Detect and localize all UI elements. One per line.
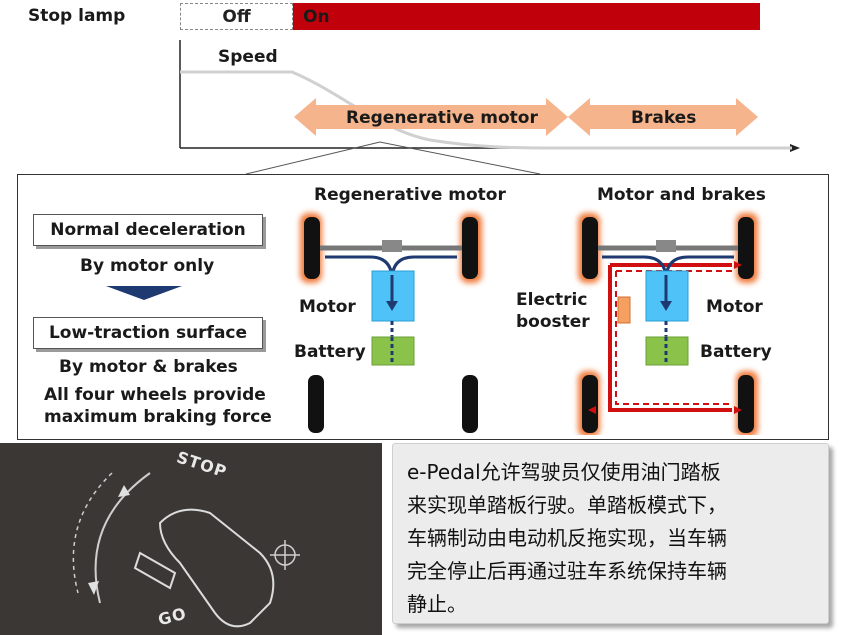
mb-battery-label: Battery — [700, 342, 772, 362]
electric-booster-block — [617, 296, 631, 324]
pedal-illustration — [72, 472, 300, 628]
electric-booster-label-2: booster — [516, 312, 590, 332]
caption-line: e-Pedal允许驾驶员仅使用油门踏板 — [407, 460, 721, 484]
brakes-phase-label: Brakes — [631, 108, 697, 128]
regen-phase-label: Regenerative motor — [346, 108, 538, 128]
caption-line: 静止。 — [407, 592, 467, 616]
four-wheels-line1: All four wheels provide — [44, 385, 266, 405]
caption-line: 完全停止后再通过驻车系统保持车辆 — [407, 559, 727, 583]
speed-timeline — [179, 40, 800, 175]
speed-label: Speed — [218, 47, 278, 67]
normal-deceleration-box: Normal deceleration — [33, 214, 263, 246]
low-traction-label: Low-traction surface — [48, 323, 248, 343]
motor-brakes-diagram — [578, 213, 758, 435]
mb-rear-left-wheel — [582, 375, 598, 433]
speed-curve — [180, 70, 792, 150]
caption-box: e-Pedal允许驾驶员仅使用油门踏板 来实现单踏板行驶。单踏板模式下， 车辆制… — [392, 443, 829, 624]
electric-booster-label-1: Electric — [516, 290, 588, 310]
by-motor-only-label: By motor only — [80, 256, 215, 276]
mb-gearbox — [656, 240, 676, 252]
down-arrow-icon — [106, 286, 182, 300]
mb-front-right-wheel — [738, 217, 754, 279]
caption-line: 来实现单踏板行驶。单踏板模式下， — [407, 493, 727, 517]
zoom-line-left — [245, 141, 381, 175]
motor-brakes-diagram-title: Motor and brakes — [597, 185, 766, 205]
mb-rear-right-wheel — [738, 375, 754, 433]
rear-right-wheel — [462, 375, 478, 433]
gearbox — [382, 240, 402, 252]
normal-deceleration-label: Normal deceleration — [50, 220, 246, 240]
low-traction-box: Low-traction surface — [33, 317, 263, 349]
pedal-outline-icon — [158, 508, 275, 628]
rear-left-wheel — [308, 375, 324, 433]
front-left-wheel — [304, 217, 320, 279]
four-wheels-line2: maximum braking force — [44, 407, 272, 427]
stop-lamp-on-segment: On — [293, 3, 760, 30]
on-label: On — [303, 6, 330, 27]
brakes-phase-arrow — [568, 98, 758, 136]
pedal-photo: STOP GO — [0, 443, 382, 635]
arc-arrow-down-icon — [88, 581, 99, 595]
stop-lamp-off-segment: Off — [180, 3, 293, 30]
arc-arrow-up-icon — [118, 485, 130, 497]
timeline-x-arrowhead — [790, 144, 800, 152]
front-right-wheel — [462, 217, 478, 279]
regen-diagram-title: Regenerative motor — [314, 185, 506, 205]
regen-phase-arrow — [294, 98, 568, 136]
mb-front-left-wheel — [582, 217, 598, 279]
caption-line: 车辆制动由电动机反拖实现，当车辆 — [407, 526, 727, 550]
off-label: Off — [222, 6, 251, 27]
regen-diagram — [300, 213, 482, 433]
regen-battery-label: Battery — [294, 342, 366, 362]
regen-motor-label: Motor — [299, 297, 356, 317]
zoom-line-right — [379, 141, 541, 175]
stop-lamp-label: Stop lamp — [28, 6, 126, 26]
mb-motor-label: Motor — [706, 297, 763, 317]
by-motor-brakes-label: By motor & brakes — [59, 357, 238, 377]
